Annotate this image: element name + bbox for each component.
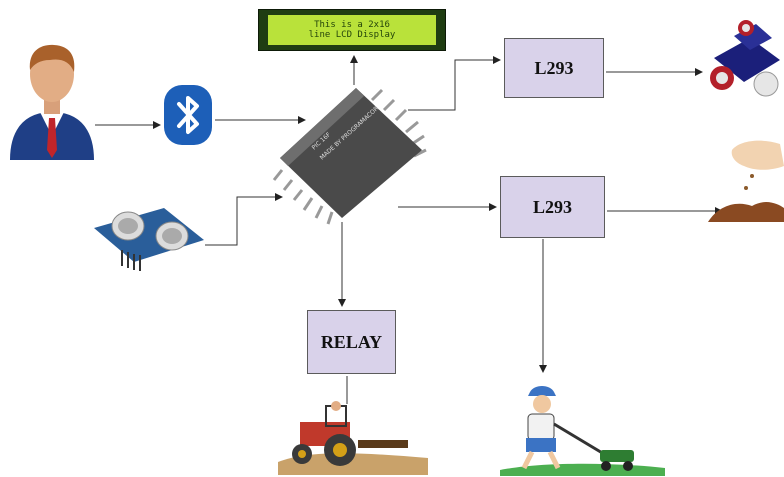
l293-driver-bottom: L293: [500, 176, 605, 238]
ultrasonic-sensor-icon: [94, 208, 204, 271]
lcd-display: This is a 2x16 line LCD Display: [258, 9, 446, 51]
lcd-line-2: line LCD Display: [308, 30, 396, 40]
wire-sensor-to-chip: [205, 193, 283, 246]
lcd-screen: This is a 2x16 line LCD Display: [268, 15, 436, 45]
lawn-mower-icon: [500, 386, 665, 476]
user-icon: [10, 44, 94, 160]
microcontroller-chip-icon: MADE BY PROGRAMACOR PIC 16F: [272, 88, 427, 225]
seed-sowing-icon: [708, 140, 784, 222]
relay-box: RELAY: [307, 310, 396, 374]
wire-chip-to-l293-top: [408, 56, 501, 111]
tractor-icon: [278, 401, 428, 475]
lcd-line-1: This is a 2x16: [314, 20, 390, 30]
robot-car-icon: [710, 20, 780, 97]
l293-driver-top: L293: [504, 38, 604, 98]
bluetooth-icon: [164, 85, 212, 145]
